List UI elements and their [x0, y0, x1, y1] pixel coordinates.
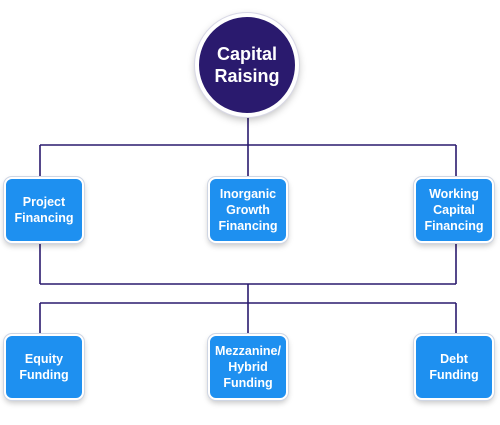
root-node-label: Capital Raising [214, 44, 280, 86]
node-mezzanine-hybrid-funding: Mezzanine/ Hybrid Funding [208, 334, 288, 400]
node-label: Equity Funding [19, 352, 69, 382]
node-working-capital-financing: Working Capital Financing [414, 177, 494, 243]
node-label: Working Capital Financing [424, 187, 484, 233]
node-label: Project Financing [14, 195, 74, 225]
node-label: Mezzanine/ Hybrid Funding [215, 344, 281, 390]
node-inorganic-growth-financing: Inorganic Growth Financing [208, 177, 288, 243]
node-equity-funding: Equity Funding [4, 334, 84, 400]
node-debt-funding: Debt Funding [414, 334, 494, 400]
node-label: Debt Funding [429, 352, 479, 382]
node-label: Inorganic Growth Financing [218, 187, 278, 233]
node-project-financing: Project Financing [4, 177, 84, 243]
root-node-capital-raising: Capital Raising [195, 13, 299, 117]
